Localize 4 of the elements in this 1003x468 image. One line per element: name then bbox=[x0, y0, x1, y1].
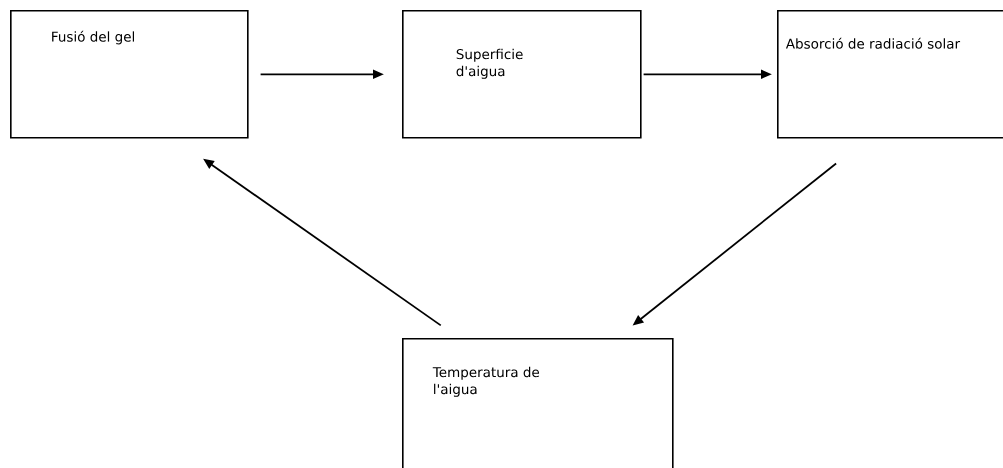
process-box: Absorció de radiació solar bbox=[777, 10, 1003, 139]
process-box: Fusió del gel bbox=[10, 10, 249, 139]
process-box: Superficie d'aigua bbox=[402, 10, 642, 139]
process-box: Temperatura de l'aigua bbox=[402, 338, 674, 468]
